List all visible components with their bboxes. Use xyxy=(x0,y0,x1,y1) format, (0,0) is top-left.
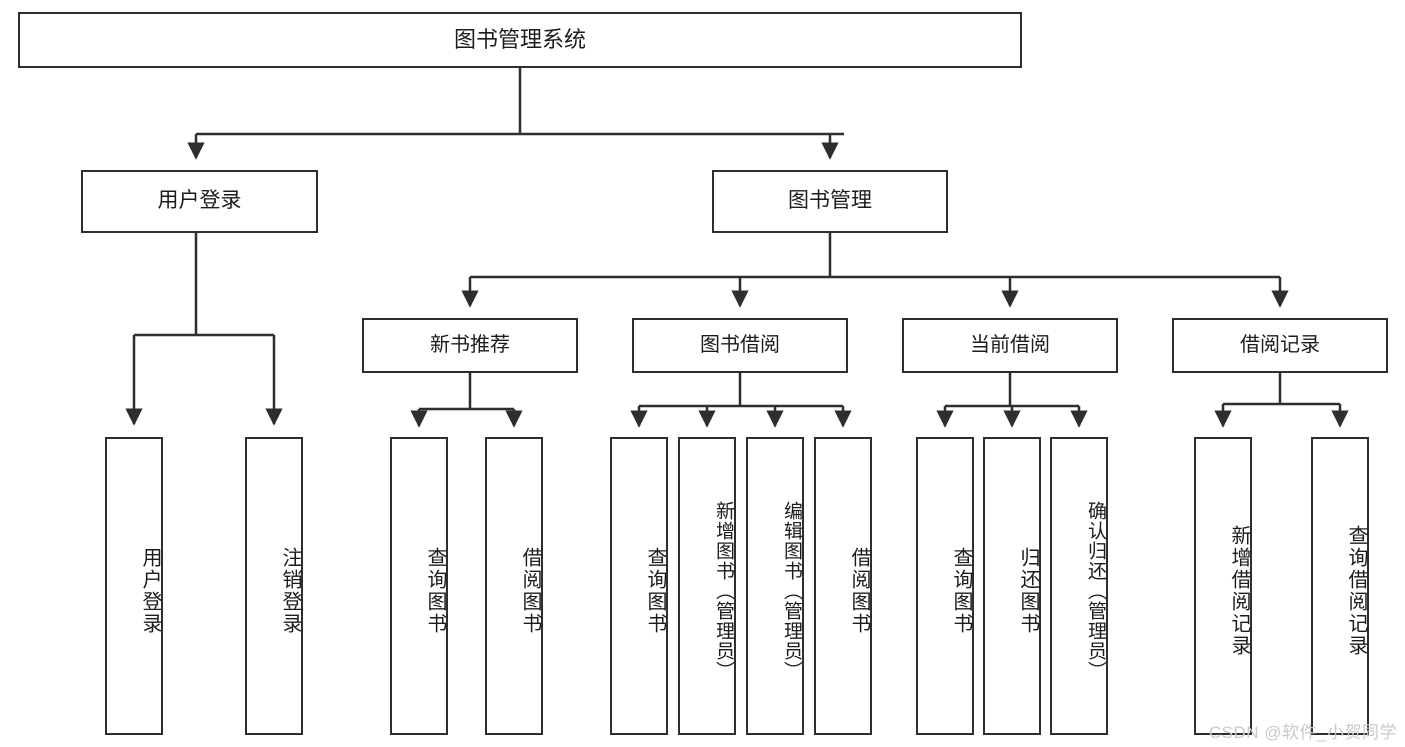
node-new-book-recommend[interactable]: 新书推荐 xyxy=(362,318,578,373)
leaf-lend-query-book[interactable]: 查询图书 xyxy=(610,437,668,735)
node-book-management-label: 图书管理 xyxy=(788,189,872,213)
node-root[interactable]: 图书管理系统 xyxy=(18,12,1022,68)
leaf-record-add-label: 新增借阅记录 xyxy=(1228,525,1250,657)
node-user-login[interactable]: 用户登录 xyxy=(81,170,318,233)
node-current-borrow[interactable]: 当前借阅 xyxy=(902,318,1118,373)
leaf-lend-borrow-book[interactable]: 借阅图书 xyxy=(814,437,872,735)
csdn-watermark: CSDN @软件_小贺同学 xyxy=(1208,723,1397,742)
node-borrow-records[interactable]: 借阅记录 xyxy=(1172,318,1388,373)
leaf-lend-edit-book[interactable]: 编辑图书（管理员） xyxy=(746,437,804,735)
leaf-lend-edit-book-label: 编辑图书（管理员） xyxy=(781,501,802,681)
node-user-login-label: 用户登录 xyxy=(157,189,242,213)
leaf-user-login-label: 用户登录 xyxy=(139,547,161,635)
leaf-user-logout-label: 注销登录 xyxy=(279,547,301,635)
leaf-user-logout[interactable]: 注销登录 xyxy=(245,437,303,735)
leaf-record-query-label: 查询借阅记录 xyxy=(1345,525,1367,657)
leaf-new-query-book-label: 查询图书 xyxy=(424,547,446,635)
node-book-management[interactable]: 图书管理 xyxy=(712,170,948,233)
leaf-current-query-book[interactable]: 查询图书 xyxy=(916,437,974,735)
node-new-book-recommend-label: 新书推荐 xyxy=(430,333,510,356)
leaf-current-return-book-label: 归还图书 xyxy=(1017,547,1039,635)
leaf-current-query-book-label: 查询图书 xyxy=(950,547,972,635)
leaf-new-borrow-book[interactable]: 借阅图书 xyxy=(485,437,543,735)
leaf-lend-query-book-label: 查询图书 xyxy=(644,547,666,635)
leaf-current-confirm-return-label: 确认归还（管理员） xyxy=(1085,501,1106,681)
leaf-current-return-book[interactable]: 归还图书 xyxy=(983,437,1041,735)
leaf-new-query-book[interactable]: 查询图书 xyxy=(390,437,448,735)
leaf-current-confirm-return[interactable]: 确认归还（管理员） xyxy=(1050,437,1108,735)
node-book-lending-label: 图书借阅 xyxy=(700,333,780,356)
leaf-record-add[interactable]: 新增借阅记录 xyxy=(1194,437,1252,735)
leaf-new-borrow-book-label: 借阅图书 xyxy=(519,547,541,635)
leaf-lend-add-book[interactable]: 新增图书（管理员） xyxy=(678,437,736,735)
node-book-lending[interactable]: 图书借阅 xyxy=(632,318,848,373)
leaf-lend-add-book-label: 新增图书（管理员） xyxy=(713,501,734,681)
node-root-label: 图书管理系统 xyxy=(453,27,586,53)
leaf-lend-borrow-book-label: 借阅图书 xyxy=(848,547,870,635)
leaf-user-login[interactable]: 用户登录 xyxy=(105,437,163,735)
leaf-record-query[interactable]: 查询借阅记录 xyxy=(1311,437,1369,735)
node-borrow-records-label: 借阅记录 xyxy=(1240,333,1320,356)
node-current-borrow-label: 当前借阅 xyxy=(970,333,1050,356)
